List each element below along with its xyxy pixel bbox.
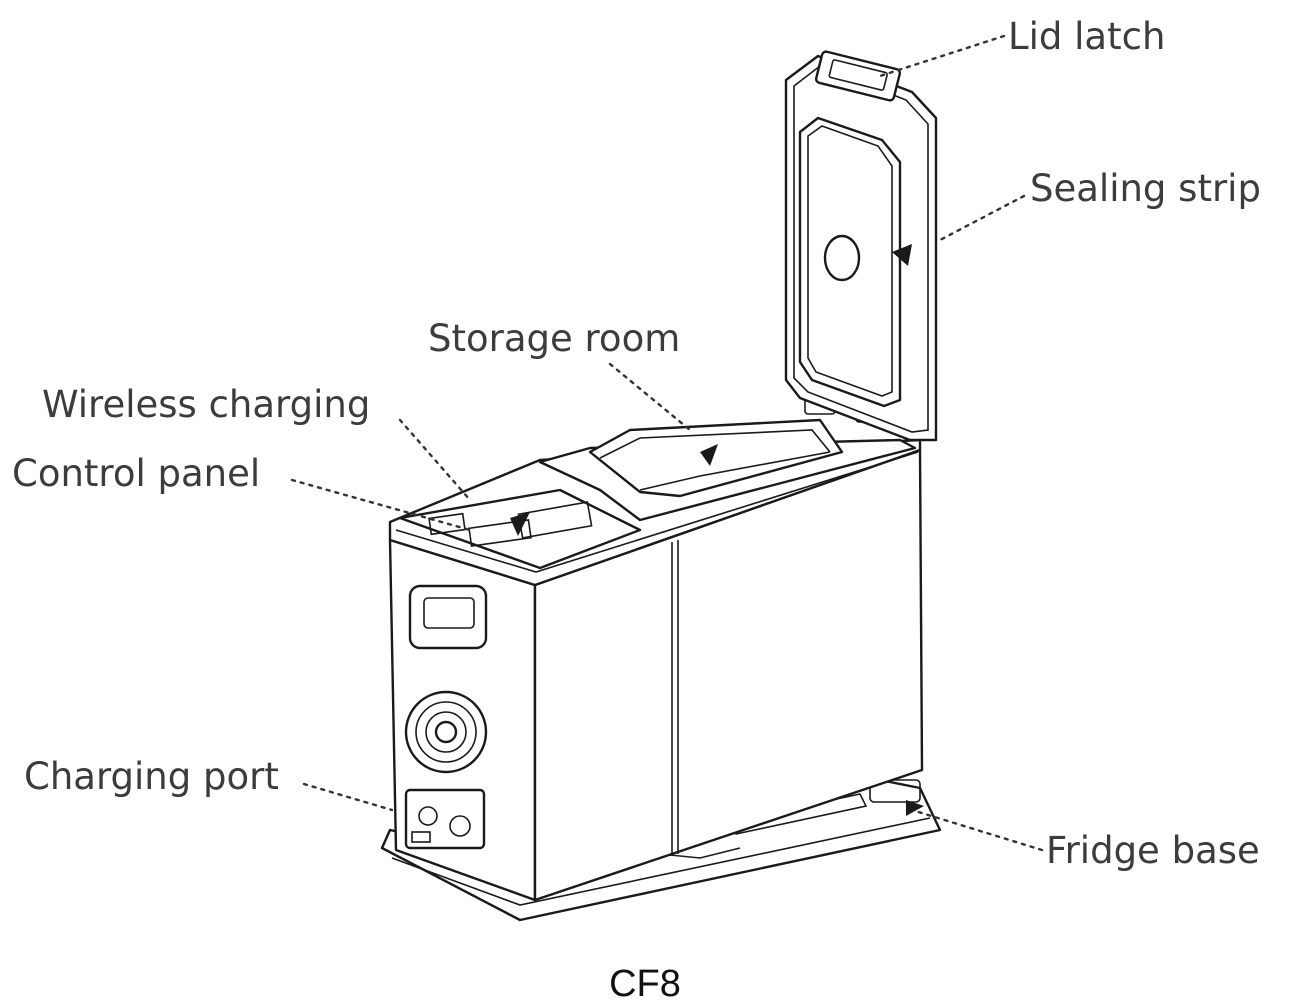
label-lid-latch: Lid latch [1008, 15, 1166, 58]
arrow-heads [510, 244, 924, 816]
label-charging-port: Charging port [24, 755, 279, 798]
top-deck [398, 391, 917, 570]
figure-caption: CF8 [609, 963, 681, 1005]
label-sealing-strip: Sealing strip [1030, 167, 1261, 210]
label-storage-room: Storage room [428, 317, 681, 360]
fridge-lid [784, 50, 938, 442]
label-fridge-base: Fridge base [1046, 829, 1260, 872]
leader-lines [290, 34, 1044, 852]
label-wireless-charging: Wireless charging [42, 383, 371, 426]
side-panel [404, 584, 488, 850]
label-control-panel: Control panel [12, 452, 261, 495]
